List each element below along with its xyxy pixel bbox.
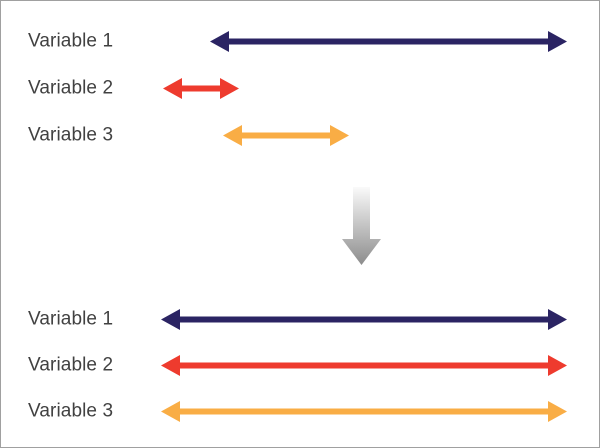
label-variable-1-after: Variable 1 [28,308,114,330]
label-variable-3-after: Variable 3 [28,400,114,422]
arrow-variable-1-after [161,308,567,330]
label-variable-3-before: Variable 3 [28,124,114,146]
label-variable-2-after: Variable 2 [28,354,114,376]
arrow-variable-3-before-shape [223,124,349,146]
label-variable-2-before: Variable 2 [28,77,114,99]
arrow-variable-2-before [163,77,239,99]
arrow-variable-1-before-shape [210,30,567,52]
arrow-variable-2-before-shape [163,77,239,99]
transform-down-arrow-shape [341,187,381,265]
arrow-variable-3-after [161,400,567,422]
arrow-variable-2-after [161,354,567,376]
arrow-variable-2-after-shape [161,354,567,376]
arrow-variable-3-before [223,124,349,146]
label-variable-1-before: Variable 1 [28,30,114,52]
arrow-variable-1-after-shape [161,308,567,330]
arrow-variable-1-before [210,30,567,52]
arrow-variable-3-after-shape [161,400,567,422]
transform-down-arrow [341,187,381,265]
